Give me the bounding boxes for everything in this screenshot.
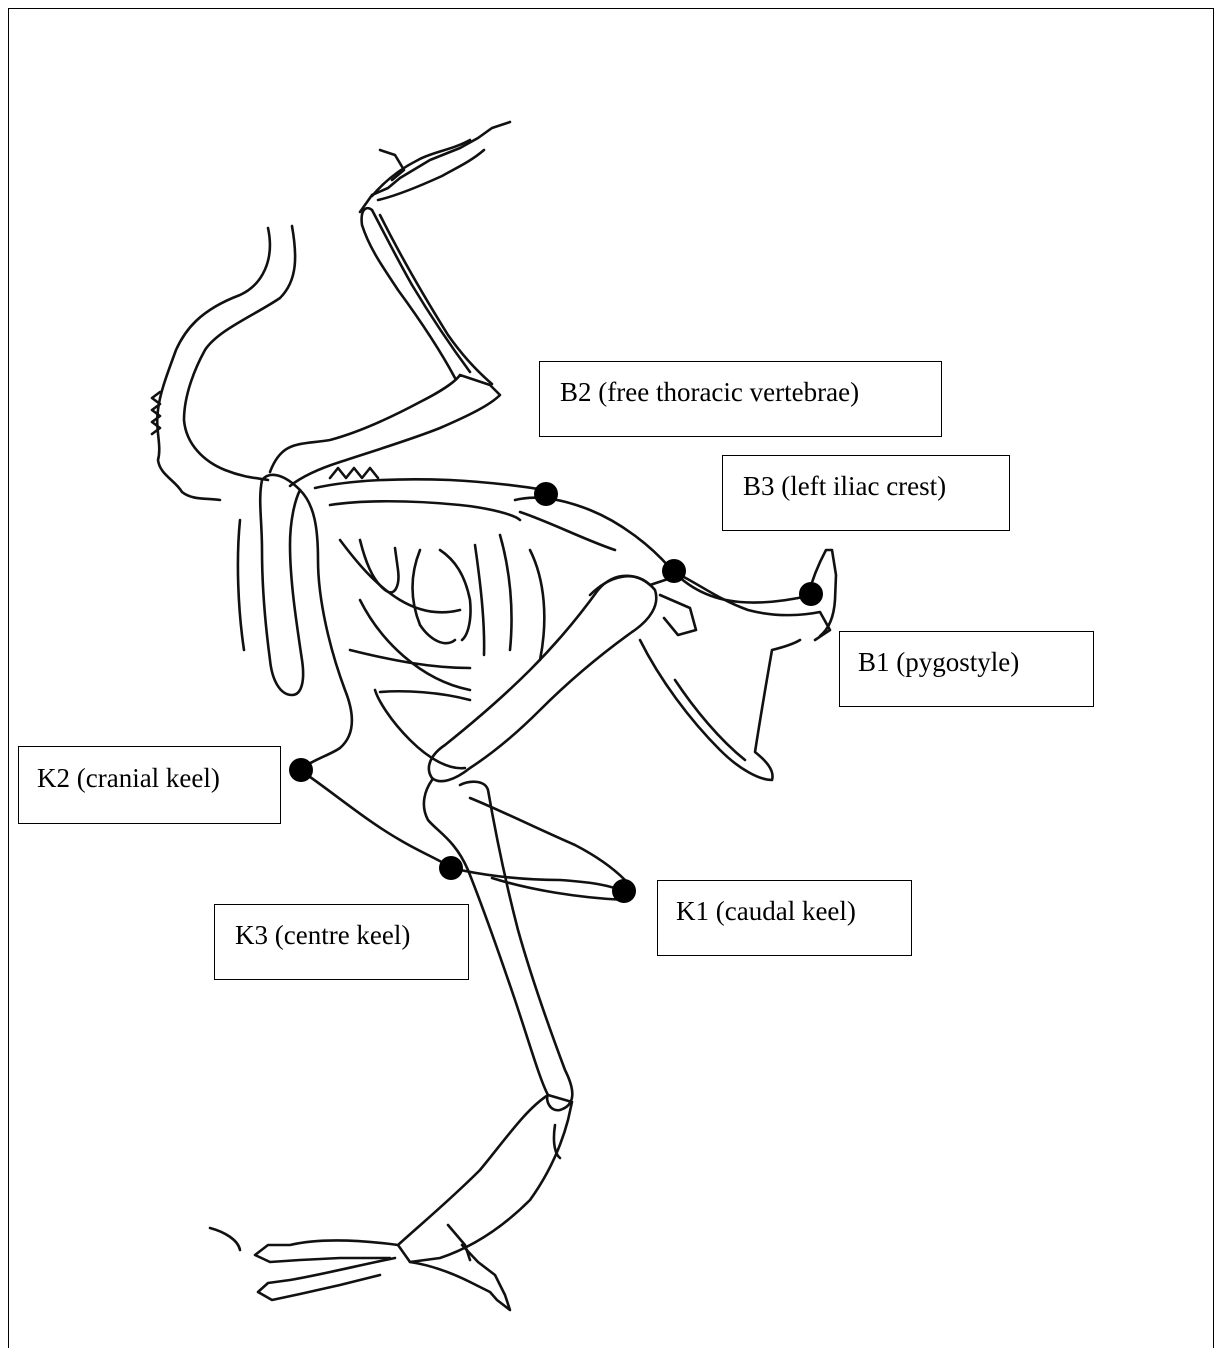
label-b3: B3 (left iliac crest) [722, 455, 1010, 531]
rib-cage [315, 468, 545, 768]
landmark-k3-point [439, 856, 463, 880]
label-k2-text: K2 (cranial keel) [37, 765, 220, 792]
label-k2: K2 (cranial keel) [18, 746, 281, 824]
label-k1-text: K1 (caudal keel) [676, 898, 856, 925]
shoulder-bones [238, 475, 352, 770]
label-b3-text: B3 (left iliac crest) [743, 473, 946, 500]
keel-bone [300, 770, 625, 900]
landmark-b3-point [662, 559, 686, 583]
landmark-k1-point [612, 879, 636, 903]
landmark-b1-point [799, 582, 823, 606]
label-b2-text: B2 (free thoracic vertebrae) [560, 379, 859, 406]
landmark-b2-point [534, 482, 558, 506]
neck-bones [152, 226, 295, 500]
label-b1-text: B1 (pygostyle) [858, 649, 1019, 676]
label-b2: B2 (free thoracic vertebrae) [539, 361, 942, 437]
label-k3-text: K3 (centre keel) [235, 922, 410, 949]
wing-bones [270, 122, 510, 486]
label-k1: K1 (caudal keel) [657, 880, 912, 956]
label-k3: K3 (centre keel) [214, 904, 469, 980]
landmark-points [289, 482, 823, 903]
landmark-k2-point [289, 758, 313, 782]
label-b1: B1 (pygostyle) [839, 631, 1094, 707]
pelvis-and-tail [515, 498, 836, 780]
